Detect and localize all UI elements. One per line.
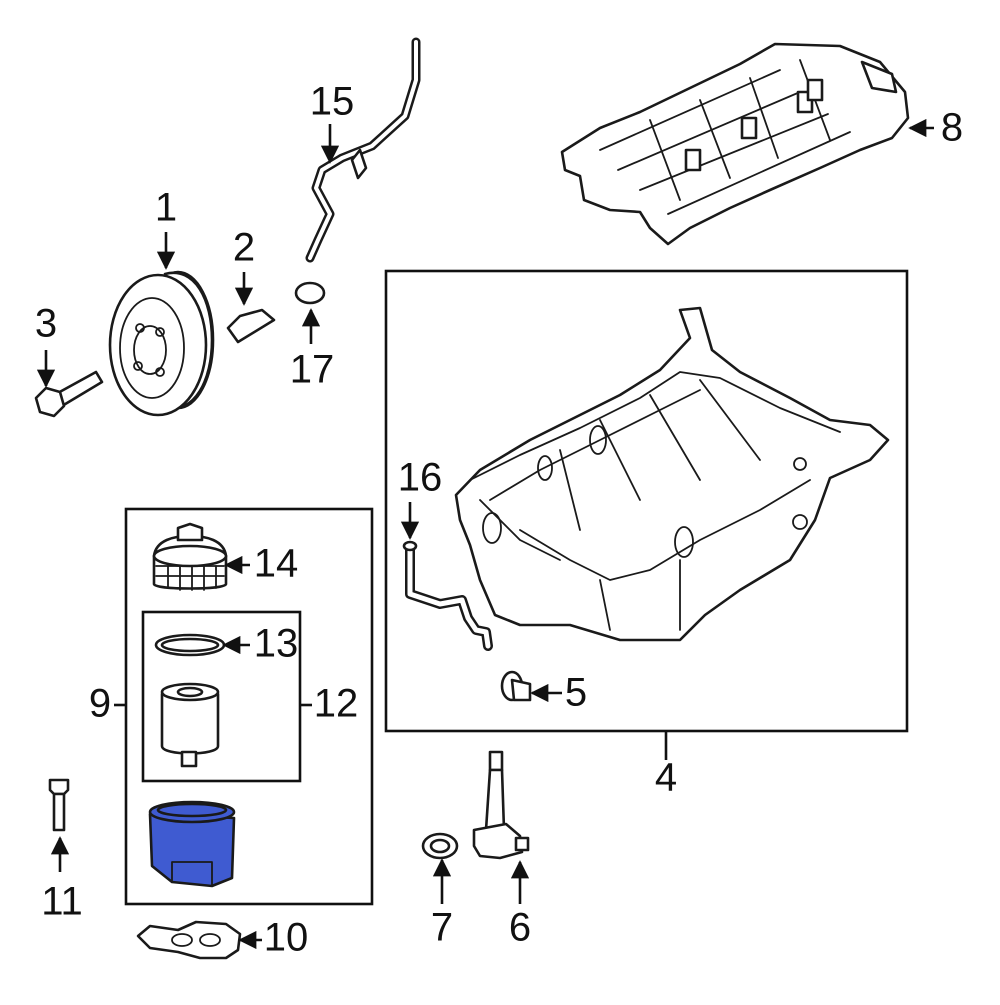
housing-bolt[interactable] bbox=[48, 778, 70, 832]
oil-filter-element[interactable] bbox=[160, 682, 220, 768]
callout-11: 11 bbox=[41, 880, 83, 924]
callout-17: 17 bbox=[290, 348, 335, 392]
filter-cap-o-ring[interactable] bbox=[154, 633, 226, 657]
callout-7: 7 bbox=[431, 906, 453, 950]
filter-housing[interactable] bbox=[148, 800, 236, 888]
oil-pickup-tube[interactable] bbox=[402, 540, 493, 651]
drain-plug[interactable] bbox=[500, 670, 532, 702]
callout-10: 10 bbox=[264, 916, 309, 960]
crankshaft-pulley[interactable] bbox=[108, 270, 215, 417]
callout-2: 2 bbox=[233, 226, 255, 270]
dipstick-tube[interactable] bbox=[305, 37, 421, 263]
filter-element-frame bbox=[141, 610, 302, 783]
callout-12: 12 bbox=[314, 682, 359, 726]
callout-6: 6 bbox=[509, 906, 531, 950]
callout-14: 14 bbox=[254, 542, 299, 586]
oil-pan[interactable] bbox=[454, 306, 890, 642]
windage-tray[interactable] bbox=[560, 42, 910, 246]
oil-level-sensor[interactable] bbox=[472, 750, 530, 860]
sensor-seal[interactable] bbox=[421, 832, 459, 860]
callout-3: 3 bbox=[35, 302, 57, 346]
oil-pan-group-frame bbox=[384, 269, 909, 733]
callout-16: 16 bbox=[398, 456, 443, 500]
filter-cap[interactable] bbox=[152, 522, 228, 591]
callout-15: 15 bbox=[310, 80, 355, 124]
callout-8: 8 bbox=[941, 106, 963, 150]
woodruff-key[interactable] bbox=[226, 308, 276, 344]
callout-13: 13 bbox=[254, 622, 299, 666]
housing-gasket[interactable] bbox=[136, 920, 242, 960]
filter-assembly-frame bbox=[124, 507, 374, 906]
pulley-bolt[interactable] bbox=[34, 370, 104, 418]
callout-5: 5 bbox=[565, 671, 587, 715]
callout-4: 4 bbox=[655, 756, 677, 800]
callout-1: 1 bbox=[155, 186, 177, 230]
dipstick-tube-o-ring[interactable] bbox=[294, 281, 326, 305]
callout-9: 9 bbox=[89, 682, 111, 726]
